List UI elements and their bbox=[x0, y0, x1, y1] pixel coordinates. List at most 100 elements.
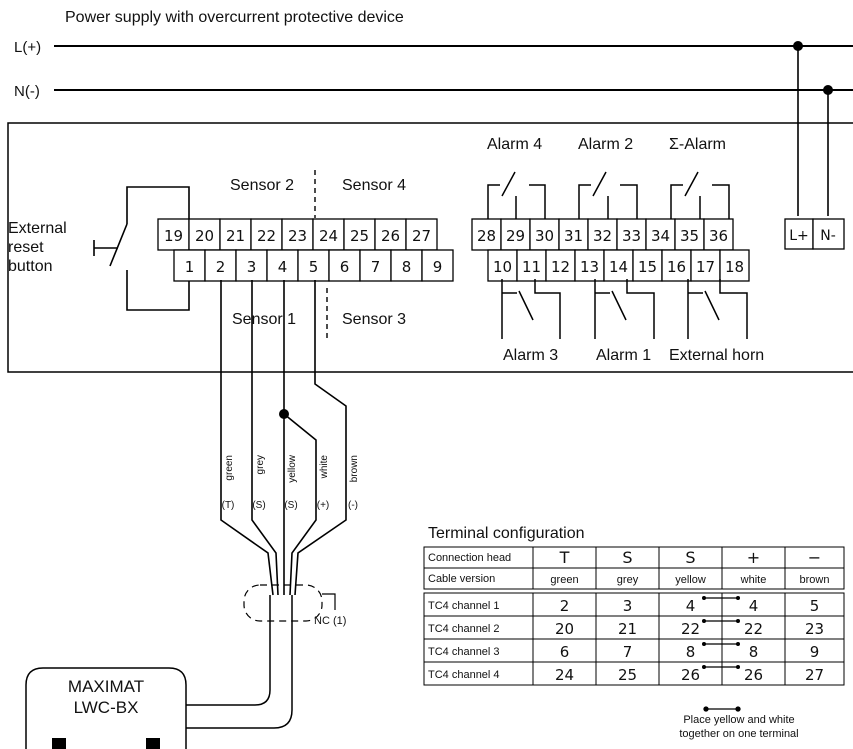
wire-color-label: green bbox=[224, 455, 235, 481]
terminal-label: 16 bbox=[667, 258, 686, 276]
terminal-label: 7 bbox=[371, 258, 381, 276]
table-cell: 2 bbox=[560, 597, 570, 615]
table-row-label: Cable version bbox=[428, 573, 495, 585]
terminal-15 bbox=[632, 249, 663, 282]
terminal-27 bbox=[405, 218, 438, 251]
table-cell: 3 bbox=[623, 597, 633, 615]
terminal-label: 23 bbox=[288, 227, 307, 245]
wire-code-label: (S) bbox=[252, 500, 265, 511]
terminal-label: 15 bbox=[638, 258, 657, 276]
terminal-36 bbox=[703, 218, 734, 251]
wire-code-label: (S) bbox=[284, 500, 297, 511]
wire-code-label: (-) bbox=[348, 500, 358, 511]
terminal-nminus-label: N- bbox=[820, 228, 836, 244]
terminal-label: 26 bbox=[381, 227, 400, 245]
terminal-label: 25 bbox=[350, 227, 369, 245]
terminal-label: 2 bbox=[216, 258, 226, 276]
terminal-6 bbox=[328, 249, 361, 282]
table-cell: T bbox=[559, 548, 570, 567]
diagram-title: Power supply with overcurrent protective… bbox=[65, 9, 404, 26]
table-cell: 22 bbox=[744, 620, 763, 638]
sum-alarm-label: Σ-Alarm bbox=[669, 136, 726, 153]
terminal-label: 13 bbox=[580, 258, 599, 276]
terminal-label: 21 bbox=[226, 227, 245, 245]
terminal-4 bbox=[266, 249, 299, 282]
table-cell: 8 bbox=[749, 643, 759, 661]
alarm-1-label: Alarm 1 bbox=[596, 347, 651, 364]
terminal-label: 36 bbox=[709, 227, 728, 245]
table-cell: S bbox=[622, 548, 632, 567]
l-plus-label: L(+) bbox=[14, 39, 41, 56]
wire-color-label: white bbox=[319, 455, 330, 480]
table-cell: green bbox=[550, 574, 578, 586]
terminal-label: 24 bbox=[319, 227, 338, 245]
terminal-label: 19 bbox=[164, 227, 183, 245]
terminal-label: 29 bbox=[506, 227, 525, 245]
yellow-white-junction-dot bbox=[279, 409, 289, 419]
terminal-32 bbox=[587, 218, 618, 251]
terminal-label: 18 bbox=[725, 258, 744, 276]
table-cell: 21 bbox=[618, 620, 637, 638]
table-cell: S bbox=[685, 548, 695, 567]
terminal-label: 6 bbox=[340, 258, 350, 276]
relay-contact-alarm-3 bbox=[501, 279, 561, 339]
relay-contact-alarm-2 bbox=[578, 171, 638, 219]
n-minus-label: N(-) bbox=[14, 83, 40, 100]
terminal-13 bbox=[574, 249, 605, 282]
alarm-2-label: Alarm 2 bbox=[578, 136, 633, 153]
table-cell: white bbox=[740, 574, 767, 586]
table-row-label: TC4 channel 1 bbox=[428, 600, 500, 612]
table-cell: 23 bbox=[805, 620, 824, 638]
table-row-label: Connection head bbox=[428, 552, 511, 564]
bridge-note-line2: together on one terminal bbox=[679, 728, 798, 740]
external-horn-label: External horn bbox=[669, 347, 764, 364]
control-unit-box bbox=[7, 122, 853, 373]
wire-color-label: brown bbox=[349, 455, 360, 482]
bridge-note-symbol bbox=[703, 706, 741, 712]
terminal-label: 34 bbox=[651, 227, 670, 245]
table-cell: 5 bbox=[810, 597, 820, 615]
terminal-label: 17 bbox=[696, 258, 715, 276]
terminal-nminus bbox=[812, 218, 845, 250]
device-name-line1: MAXIMAT bbox=[68, 677, 144, 696]
nc-label: NC (1) bbox=[314, 615, 346, 627]
device-foot-left bbox=[52, 738, 66, 749]
table-cell: 4 bbox=[749, 597, 759, 615]
table-title: Terminal configuration bbox=[428, 525, 585, 542]
table-cell: 7 bbox=[623, 643, 633, 661]
terminal-label: 5 bbox=[309, 258, 319, 276]
reset-button-symbol bbox=[93, 186, 190, 311]
relay-contact-sum-alarm bbox=[670, 171, 730, 219]
bridge-note-line1: Place yellow and white bbox=[683, 714, 794, 726]
table-cell: − bbox=[808, 548, 821, 567]
terminal-24 bbox=[312, 218, 345, 251]
terminal-label: 11 bbox=[522, 258, 541, 276]
terminal-label: 27 bbox=[412, 227, 431, 245]
maximat-device-body bbox=[25, 667, 187, 749]
relay-contact-external-horn bbox=[687, 279, 748, 339]
table-cell: 6 bbox=[560, 643, 570, 661]
relay-contact-alarm-1 bbox=[594, 279, 655, 339]
terminal-label: 22 bbox=[257, 227, 276, 245]
wire-code-label: (+) bbox=[317, 500, 330, 511]
reset-label-3: button bbox=[8, 258, 52, 275]
terminal-22 bbox=[250, 218, 283, 251]
terminal-label: 31 bbox=[564, 227, 583, 245]
table-cell: 25 bbox=[618, 666, 637, 684]
terminal-9 bbox=[421, 249, 454, 282]
table-cell: 24 bbox=[555, 666, 574, 684]
terminal-label: 30 bbox=[535, 227, 554, 245]
terminal-label: 8 bbox=[402, 258, 412, 276]
sensor-1-label: Sensor 1 bbox=[232, 311, 296, 328]
terminal-label: 10 bbox=[493, 258, 512, 276]
relay-contact-alarm-4 bbox=[487, 171, 546, 219]
table-cell: brown bbox=[800, 574, 830, 586]
